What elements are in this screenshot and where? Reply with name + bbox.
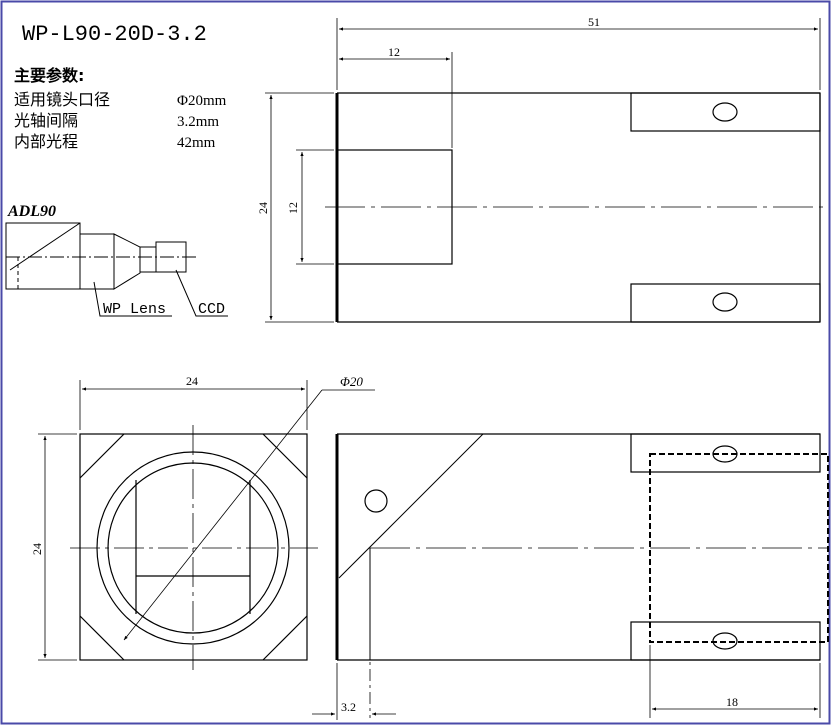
dim-top-inner-height: 12 <box>286 202 300 214</box>
dim-slot: 18 <box>726 695 738 709</box>
top-view <box>265 18 828 323</box>
drawing-title: WP-L90-20D-3.2 <box>22 22 207 47</box>
dim-top-inner: 12 <box>388 45 400 59</box>
param-value-1: Φ20mm <box>177 93 227 109</box>
params-heading: 主要参数: <box>14 66 84 85</box>
dim-front-height: 24 <box>30 543 44 555</box>
adl-label: ADL90 <box>7 203 56 220</box>
dim-diameter: Φ20 <box>340 374 363 389</box>
dim-front-width: 24 <box>186 374 198 388</box>
dim-top-height: 24 <box>256 202 270 214</box>
param-value-2: 3.2mm <box>177 114 219 130</box>
side-view <box>312 433 829 720</box>
param-label-1: 适用镜头口径 <box>14 90 110 109</box>
wp-lens-label: WP Lens <box>103 301 166 318</box>
dim-top-length: 51 <box>588 15 600 29</box>
parameters-block: 主要参数: 适用镜头口径 Φ20mm 光轴间隔 3.2mm 内部光程 42mm <box>14 66 227 151</box>
dim-offset: 3.2 <box>341 700 356 714</box>
optical-schematic: ADL90 WP Lens CCD <box>5 203 228 318</box>
front-view <box>38 380 375 670</box>
ccd-label: CCD <box>198 301 225 318</box>
param-label-2: 光轴间隔 <box>14 111 78 130</box>
param-value-3: 42mm <box>177 135 216 151</box>
param-label-3: 内部光程 <box>14 132 78 151</box>
